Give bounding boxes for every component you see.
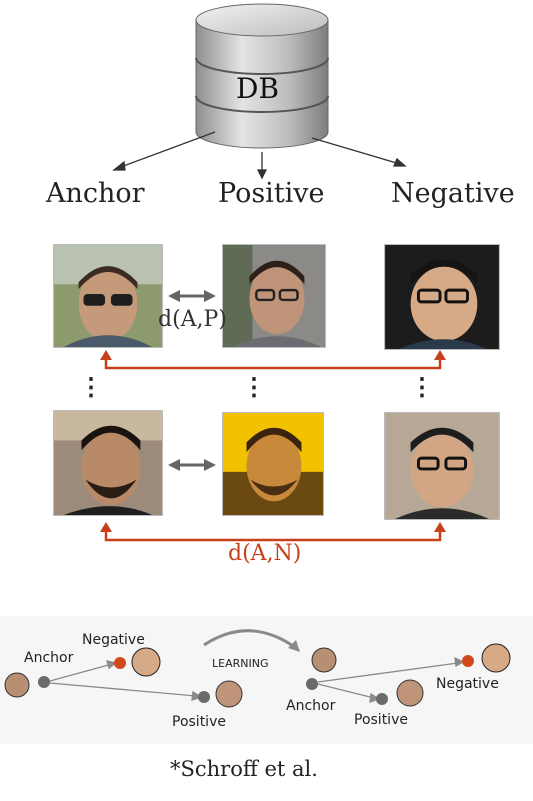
anchor-mini-face xyxy=(4,672,30,698)
positive-ellipsis: ⋮ xyxy=(242,372,266,401)
negative-mini-face xyxy=(131,647,161,677)
database-graphic xyxy=(112,3,407,180)
after-positive-label: Positive xyxy=(354,712,408,728)
anchor-mini-face-after xyxy=(311,647,337,673)
negative-ellipsis: ⋮ xyxy=(410,372,434,401)
before-positive-label: Positive xyxy=(172,714,226,730)
positive-mini-face xyxy=(215,680,243,708)
anchor-ellipsis: ⋮ xyxy=(79,372,103,401)
citation: *Schroff et al. xyxy=(170,757,318,781)
before-negative-label: Negative xyxy=(82,632,145,648)
after-anchor-label: Anchor xyxy=(286,698,336,714)
anchor-column-label: Anchor xyxy=(46,178,145,209)
negative-column-label: Negative xyxy=(391,178,515,209)
before-anchor-label: Anchor xyxy=(24,650,74,666)
anchor-face-photo-1 xyxy=(53,244,163,348)
negative-mini-face-after xyxy=(481,643,511,673)
positive-mini-face-after xyxy=(396,679,424,707)
anchor-face-photo-2 xyxy=(53,410,163,516)
positive-column-label: Positive xyxy=(218,178,325,209)
anchor-positive-distance-label: d(A,P) xyxy=(158,307,227,332)
database-label: DB xyxy=(236,72,280,105)
positive-face-photo-1 xyxy=(222,244,326,348)
positive-face-photo-2 xyxy=(222,412,324,516)
anchor-negative-distance-label: d(A,N) xyxy=(228,541,302,566)
negative-face-photo-2 xyxy=(384,412,500,520)
negative-face-photo-1 xyxy=(384,244,500,350)
after-negative-label: Negative xyxy=(436,676,499,692)
learning-label: LEARNING xyxy=(212,657,269,670)
